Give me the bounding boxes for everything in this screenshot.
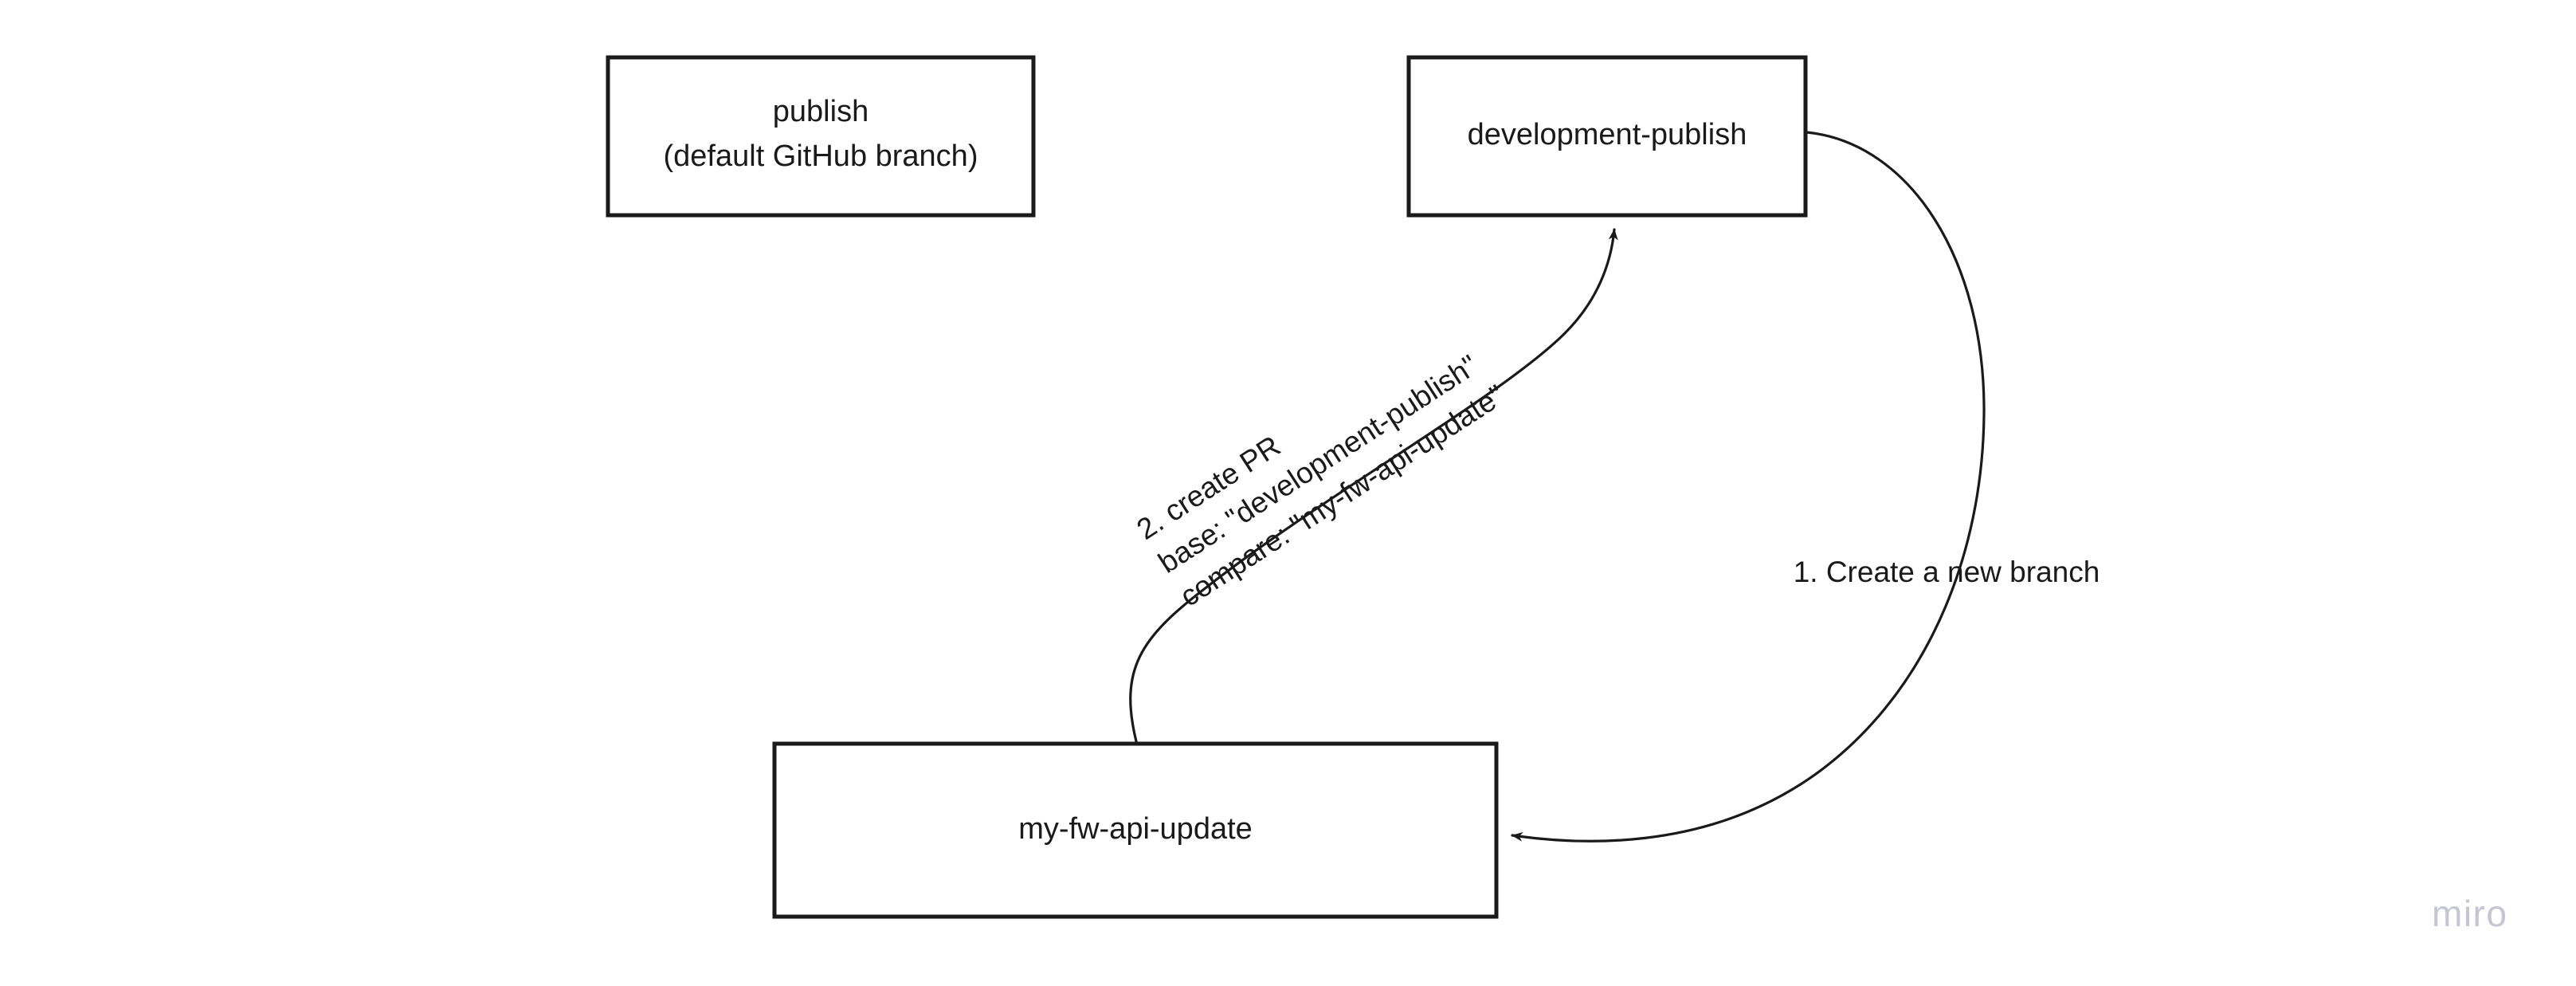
node-my-fw-api-update-label: my-fw-api-update	[1018, 812, 1253, 846]
node-development-publish-rect[interactable]	[1406, 55, 1808, 218]
edge-create-branch[interactable]: 1. Create a new branch	[1511, 131, 2100, 843]
miro-watermark: miro	[2432, 893, 2507, 934]
node-development-publish[interactable]: development-publish	[1406, 55, 1808, 218]
edge-create-branch-path[interactable]	[1511, 131, 1986, 843]
node-publish[interactable]: publish (default GitHub branch)	[606, 55, 1036, 218]
edge-create-pr-label-line2: base: "development-publish"	[1153, 348, 1484, 579]
node-publish-label-line2: (default GitHub branch)	[664, 139, 978, 173]
edge-create-pr-label-group: 2. create PR base: "development-publish"…	[1131, 348, 1511, 612]
edge-create-pr[interactable]: 2. create PR base: "development-publish"…	[1129, 228, 1618, 743]
node-my-fw-api-update[interactable]: my-fw-api-update	[772, 741, 1499, 919]
node-development-publish-label: development-publish	[1468, 118, 1747, 151]
node-publish-rect[interactable]	[606, 55, 1036, 218]
node-my-fw-api-update-rect[interactable]	[772, 741, 1499, 919]
edge-create-pr-path[interactable]	[1129, 228, 1618, 743]
edge-create-branch-label: 1. Create a new branch	[1794, 556, 2100, 588]
node-publish-label-line1: publish	[773, 95, 868, 128]
